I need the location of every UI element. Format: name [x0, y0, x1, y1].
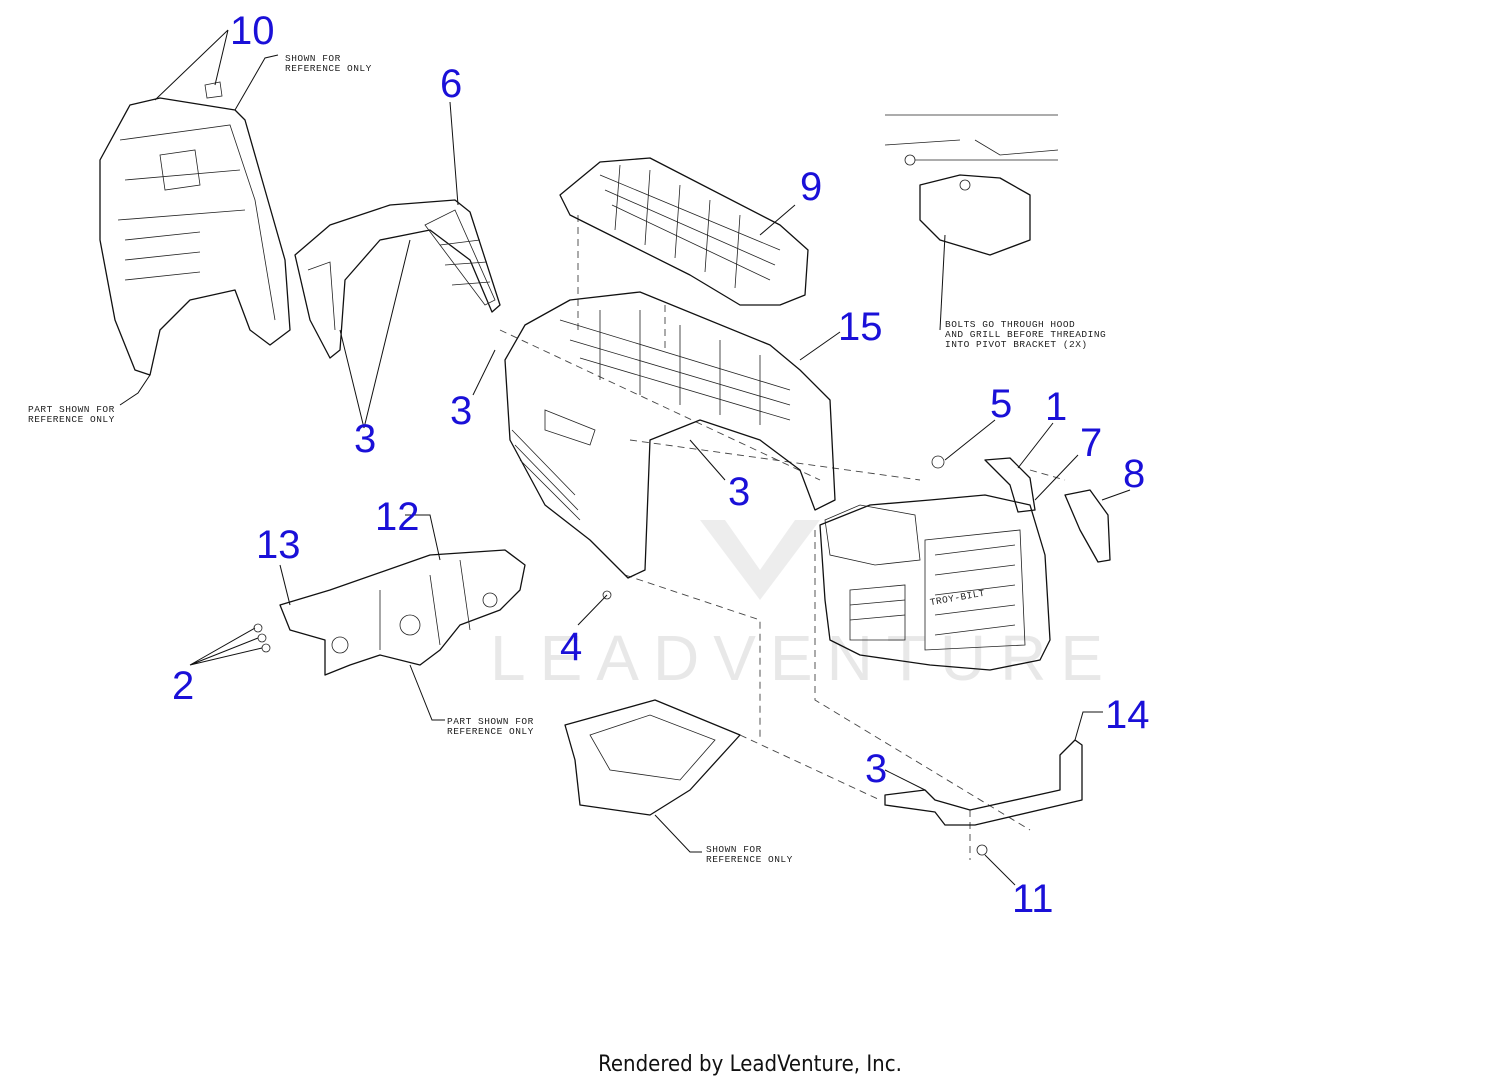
leader-lines	[119, 29, 1131, 886]
callout-3-seat[interactable]: 3	[354, 417, 376, 461]
note-shown-ref-top-1: SHOWN FOR	[285, 53, 341, 64]
pivot-bracket-part	[253, 549, 526, 676]
seat-pan-part	[294, 199, 501, 359]
rear-fender-part	[99, 81, 291, 376]
callout-15[interactable]: 15	[838, 305, 883, 349]
callout-5[interactable]: 5	[990, 382, 1012, 426]
callout-9[interactable]: 9	[800, 165, 822, 209]
callout-6[interactable]: 6	[440, 62, 462, 106]
callout-7[interactable]: 7	[1080, 421, 1102, 465]
note-part-ref-left-2: REFERENCE ONLY	[28, 414, 115, 425]
callout-8[interactable]: 8	[1123, 452, 1145, 496]
note-shown-ref-bottom-2: REFERENCE ONLY	[706, 854, 793, 865]
callout-11[interactable]: 11	[1012, 877, 1054, 921]
hood-insert-part	[559, 157, 809, 306]
note-bolts-3: INTO PIVOT BRACKET (2X)	[945, 339, 1088, 350]
watermark-logo: LEADVENTURE	[490, 520, 1117, 694]
callout-4[interactable]: 4	[560, 625, 582, 669]
watermark-text: LEADVENTURE	[490, 622, 1117, 694]
inset-detail	[884, 114, 1059, 256]
callout-13[interactable]: 13	[256, 523, 301, 567]
note-part-ref-bracket-2: REFERENCE ONLY	[447, 726, 534, 737]
hood-part	[504, 291, 836, 579]
callout-3-hood-left[interactable]: 3	[450, 389, 472, 433]
note-part-ref-left-1: PART SHOWN FOR	[28, 404, 115, 415]
assembly-guides	[499, 215, 1066, 860]
callout-3-hood-center[interactable]: 3	[728, 470, 750, 514]
note-bolts-2: AND GRILL BEFORE THREADING	[945, 329, 1106, 340]
note-part-ref-bracket-1: PART SHOWN FOR	[447, 716, 534, 727]
footwell-reference-part	[564, 590, 741, 816]
footer-credit: Rendered by LeadVenture, Inc.	[598, 1052, 902, 1077]
callout-labels: 10 6 9 15 3 3 3 3 5 1 7 8 12 13 2 4 14 1…	[172, 9, 1150, 921]
callout-14[interactable]: 14	[1105, 693, 1150, 737]
reference-notes: SHOWN FOR REFERENCE ONLY PART SHOWN FOR …	[28, 53, 1106, 865]
grille-brand-text: TROY-BILT	[929, 588, 986, 609]
callout-2[interactable]: 2	[172, 664, 194, 708]
note-shown-ref-bottom-1: SHOWN FOR	[706, 844, 762, 855]
callout-3-bracket[interactable]: 3	[865, 747, 887, 791]
lower-bracket-part	[884, 739, 1083, 856]
callout-1[interactable]: 1	[1045, 385, 1067, 429]
callout-12[interactable]: 12	[375, 495, 420, 539]
note-bolts-1: BOLTS GO THROUGH HOOD	[945, 319, 1075, 330]
note-shown-ref-top-2: REFERENCE ONLY	[285, 63, 372, 74]
callout-10[interactable]: 10	[230, 9, 275, 53]
